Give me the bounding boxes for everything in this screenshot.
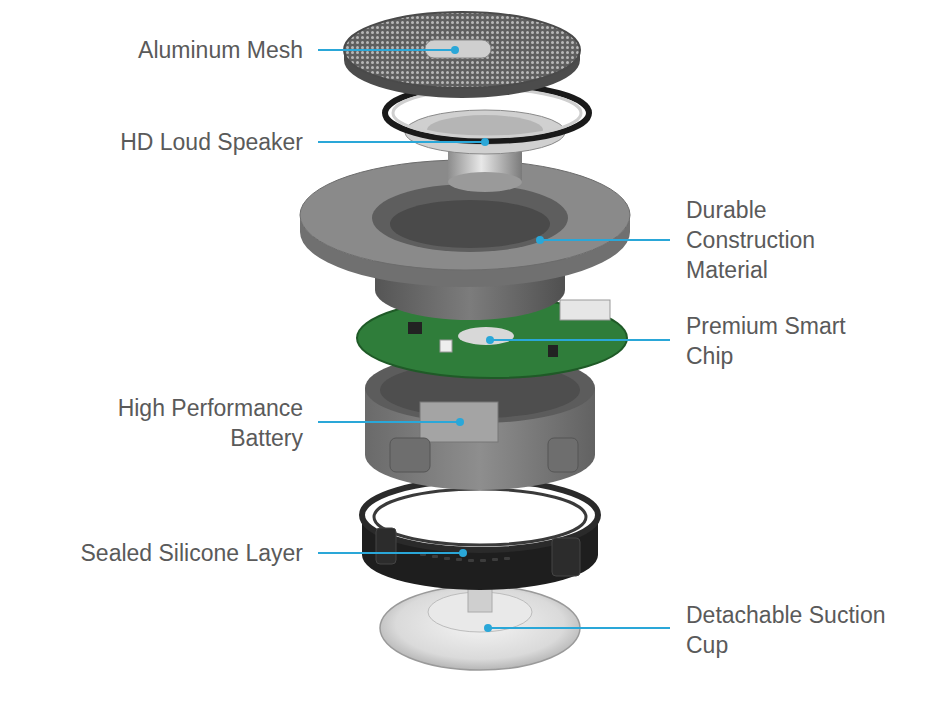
leader-dot xyxy=(536,236,544,244)
pcb-component xyxy=(440,340,452,352)
part-label: High Performance Battery xyxy=(93,393,303,453)
leader-line xyxy=(318,552,463,554)
silicone-band xyxy=(362,480,598,590)
part-label: HD Loud Speaker xyxy=(43,127,303,157)
leader-line xyxy=(488,627,670,629)
housing-port xyxy=(548,438,578,472)
band-inner xyxy=(374,489,586,545)
part-label: Sealed Silicone Layer xyxy=(43,538,303,568)
leader-dot xyxy=(456,418,464,426)
part-label: Premium Smart Chip xyxy=(686,311,881,371)
pcb-hole xyxy=(458,327,514,345)
leader-dot xyxy=(484,624,492,632)
leader-line xyxy=(540,239,670,241)
housing-top xyxy=(300,160,630,270)
part-label: Detachable Suction Cup xyxy=(686,600,896,660)
speaker-magnet-base xyxy=(448,172,522,192)
pcb-component xyxy=(408,322,422,334)
housing-inner xyxy=(390,200,550,248)
leader-line xyxy=(490,339,670,341)
leader-dot xyxy=(486,336,494,344)
leader-dot xyxy=(481,138,489,146)
housing-opening xyxy=(372,184,568,252)
part-label: Durable Construction Material xyxy=(686,195,866,285)
leader-line xyxy=(318,141,485,143)
leader-dot xyxy=(459,549,467,557)
part-label: Aluminum Mesh xyxy=(43,35,303,65)
pcb-component xyxy=(548,345,558,357)
leader-dot xyxy=(451,46,459,54)
band-button xyxy=(376,528,396,564)
speaker-driver xyxy=(385,85,589,192)
mesh-grille xyxy=(344,12,580,98)
band-button xyxy=(552,538,580,576)
pcb-chip xyxy=(560,300,610,320)
leader-line xyxy=(318,49,455,51)
leader-lines xyxy=(318,46,670,632)
leader-line xyxy=(318,421,460,423)
housing-port xyxy=(390,438,430,472)
